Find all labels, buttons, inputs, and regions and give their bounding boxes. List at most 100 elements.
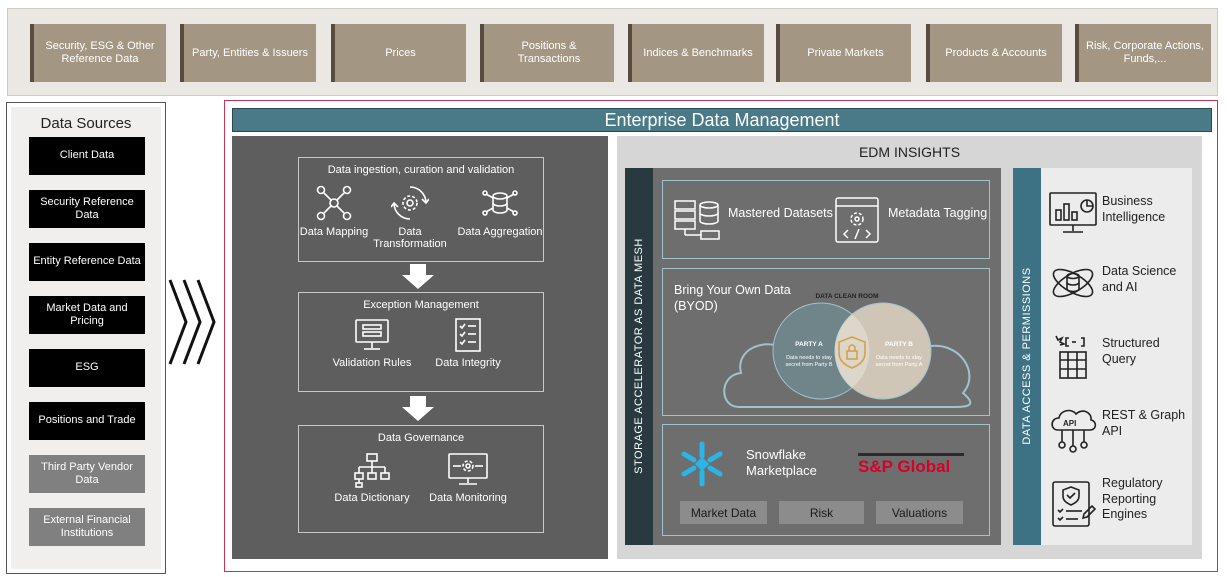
source-label: Market Data and Pricing (46, 301, 128, 327)
source-label: Security Reference Data (40, 195, 134, 221)
source-label: Third Party Vendor Data (41, 460, 133, 486)
data-monitoring-item: Data Monitoring (423, 452, 513, 504)
access-item-regulatory: Regulatory Reporting Engines (1041, 474, 1192, 534)
data-clean-room-icon (723, 302, 972, 408)
clean-room-title: DATA CLEAN ROOM (815, 293, 879, 300)
monitor-gear-icon (448, 453, 488, 485)
category-label: Prices (385, 46, 416, 59)
source-label: Client Data (59, 149, 115, 162)
chip-label: Risk (809, 505, 834, 520)
data-integrity-label: Data Integrity (435, 357, 501, 369)
category-tile: Indices & Benchmarks (628, 24, 764, 82)
bi-dashboard-icon (1049, 192, 1097, 233)
data-dictionary-item: Data Dictionary (327, 452, 417, 504)
regulatory-report-icon (1052, 481, 1097, 527)
source-item: External Financial Institutions (29, 508, 145, 546)
exception-title: Exception Management (363, 299, 479, 311)
ingestion-box: Data ingestion, curation and validation … (298, 157, 544, 262)
category-tile: Security, ESG & Other Reference Data (30, 24, 166, 82)
down-arrow-icon (402, 396, 434, 421)
validation-rules-item: Validation Rules (327, 317, 417, 369)
chip-market-data: Market Data (680, 501, 767, 524)
source-item: Entity Reference Data (29, 243, 145, 281)
category-tile: Prices (331, 24, 466, 82)
chip-label: Market Data (690, 505, 757, 520)
data-sources-title: Data Sources (40, 115, 132, 132)
ingestion-title: Data ingestion, curation and validation (327, 164, 515, 176)
storage-accelerator-label: STORAGE ACCELERATOR AS DATA MESH (633, 238, 645, 474)
category-label: Security, ESG & Other Reference Data (45, 40, 155, 65)
category-label: Products & Accounts (945, 46, 1047, 59)
sp-global-logo: S&P Global (858, 457, 951, 476)
category-bar: Security, ESG & Other Reference Data Par… (7, 8, 1218, 96)
access-item-label: REST & Graph API (1102, 408, 1186, 438)
source-item: ESG (29, 349, 145, 387)
chip-label: Valuations (891, 505, 948, 520)
access-item-structured-query: Structured Query (1041, 328, 1192, 388)
gear-cycle-icon (391, 186, 429, 220)
data-mapping-label: Data Mapping (299, 226, 369, 238)
access-item-data-science: Data Science and AI (1041, 256, 1192, 316)
data-sources-panel: Data Sources Client Data Security Refere… (6, 102, 166, 574)
flow-chevrons-icon (168, 279, 216, 365)
data-monitoring-label: Data Monitoring (429, 492, 507, 504)
data-aggregation-label: Data Aggregation (457, 226, 543, 238)
category-tile: Products & Accounts (926, 24, 1062, 82)
source-label: External Financial Institutions (43, 513, 131, 539)
category-tile: Positions & Transactions (480, 24, 614, 82)
access-item-label: Data Science and AI (1102, 264, 1177, 294)
metadata-tagging-label: Metadata Tagging (888, 206, 988, 220)
access-item-label: Regulatory Reporting Engines (1102, 476, 1163, 522)
network-nodes-icon (316, 185, 352, 221)
snowflake-logo-icon (681, 441, 723, 487)
category-tile: Private Markets (776, 24, 911, 82)
data-dictionary-label: Data Dictionary (334, 492, 410, 504)
storage-accelerator-bar: STORAGE ACCELERATOR AS DATA MESH (625, 168, 653, 545)
access-item-api: API REST & Graph API (1041, 400, 1192, 460)
data-sources-background: Data Sources Client Data Security Refere… (11, 107, 161, 569)
category-tile: Party, Entities & Issuers (180, 24, 316, 82)
api-cloud-icon: API (1051, 409, 1097, 453)
data-science-icon (1052, 268, 1094, 298)
category-label: Positions & Transactions (517, 40, 581, 65)
party-b-label: PARTY B (885, 341, 913, 348)
access-item-label: Business Intelligence (1102, 194, 1166, 224)
source-item: Positions and Trade (29, 402, 145, 440)
chip-risk: Risk (779, 501, 864, 524)
source-label: ESG (75, 361, 99, 374)
monitor-rules-icon (355, 319, 389, 350)
exception-box: Exception Management Validation Rules Da… (298, 292, 544, 392)
byod-label: Bring Your Own Data (BYOD) (674, 283, 791, 313)
category-label: Party, Entities & Issuers (192, 46, 308, 59)
source-item: Market Data and Pricing (29, 296, 145, 334)
edm-process-panel: Data ingestion, curation and validation … (232, 136, 608, 559)
edm-title: Enterprise Data Management (232, 108, 1212, 132)
access-item-bi: Business Intelligence (1041, 186, 1192, 246)
sp-global-rule (858, 453, 964, 456)
governance-box: Data Governance Data Dictionary (298, 425, 544, 533)
mastered-datasets-label: Mastered Datasets (728, 206, 833, 220)
party-b-text: Data needs to stay secret from Party A (875, 355, 923, 369)
mastered-datasets-icon (674, 200, 720, 240)
hierarchy-icon (354, 453, 390, 488)
insights-title: EDM INSIGHTS (858, 144, 961, 160)
structured-query-icon (1055, 335, 1087, 379)
checklist-icon (455, 318, 481, 352)
source-item: Security Reference Data (29, 190, 145, 228)
validation-rules-label: Validation Rules (332, 357, 412, 369)
data-access-bar: DATA ACCESS & PERMISSIONS (1013, 168, 1041, 545)
data-integrity-item: Data Integrity (423, 317, 513, 369)
party-a-label: PARTY A (795, 341, 823, 348)
category-label: Risk, Corporate Actions, Funds,... (1086, 40, 1204, 65)
governance-title: Data Governance (377, 432, 465, 444)
access-list: Business Intelligence Data Science and A… (1041, 168, 1192, 545)
byod-box: Bring Your Own Data (BYOD) DATA CLEAN RO… (662, 268, 990, 416)
category-tile: Risk, Corporate Actions, Funds,... (1075, 24, 1211, 82)
data-aggregation-item: Data Aggregation (455, 184, 545, 238)
data-mapping-item: Data Mapping (289, 184, 379, 238)
metadata-tagging-icon (835, 197, 879, 243)
source-label: Positions and Trade (38, 414, 136, 427)
data-transformation-item: Data Transformation (365, 184, 455, 250)
data-transformation-label: Data Transformation (373, 226, 447, 251)
party-a-text: Data needs to stay secret from Party B (785, 355, 833, 369)
